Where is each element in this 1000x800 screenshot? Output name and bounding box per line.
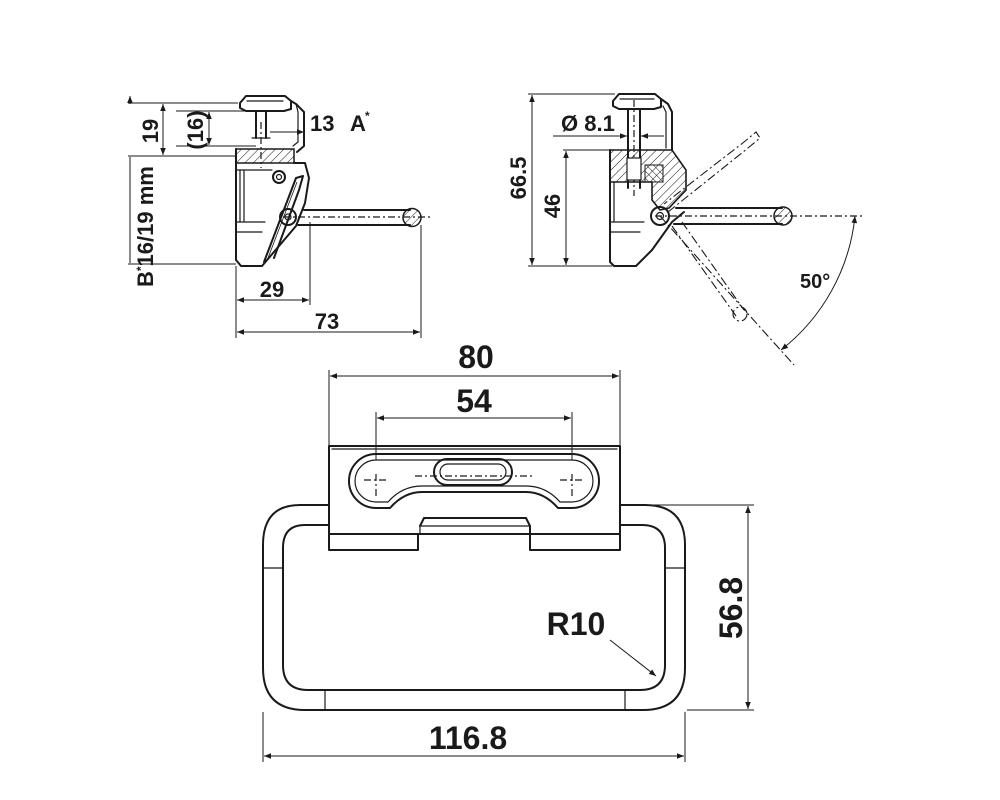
dim-13-label: 13 [310,111,334,136]
open-view-section [609,93,865,366]
dim-73-label: 73 [315,309,339,334]
dim-46-label: 46 [540,194,565,218]
dim-angle-label: 50° [800,271,830,293]
dim-54-label: 54 [456,383,492,419]
dim-80-label: 80 [458,339,494,375]
top-view-dimensions: 80 54 116.8 56.8 R10 [262,339,754,762]
dim-r10-label: R10 [547,606,606,642]
dim-b-label: B*16/19 mm [133,166,158,287]
dim-116-8-label: 116.8 [429,720,507,756]
side-view-closed [235,95,430,267]
open-view-dimensions: 66.5 46 Ø 8.1 50° [506,93,830,293]
dim-66-5-label: 66.5 [506,157,531,200]
top-view [262,445,686,711]
dim-16-ref-label: (16) [183,110,208,149]
dim-56-8-label: 56.8 [713,577,749,639]
dim-29-label: 29 [260,277,284,302]
dim-bolt-diameter-label: Ø 8.1 [561,111,615,136]
svg-text:B*16/19 mm: B*16/19 mm [133,166,158,287]
side-view-dimensions: 19 (16) 13 A * B*16/19 mm 29 73 [127,96,422,338]
marker-a-label: A [350,111,366,136]
marker-a-superscript: * [365,109,370,123]
dim-19-label: 19 [138,119,163,143]
